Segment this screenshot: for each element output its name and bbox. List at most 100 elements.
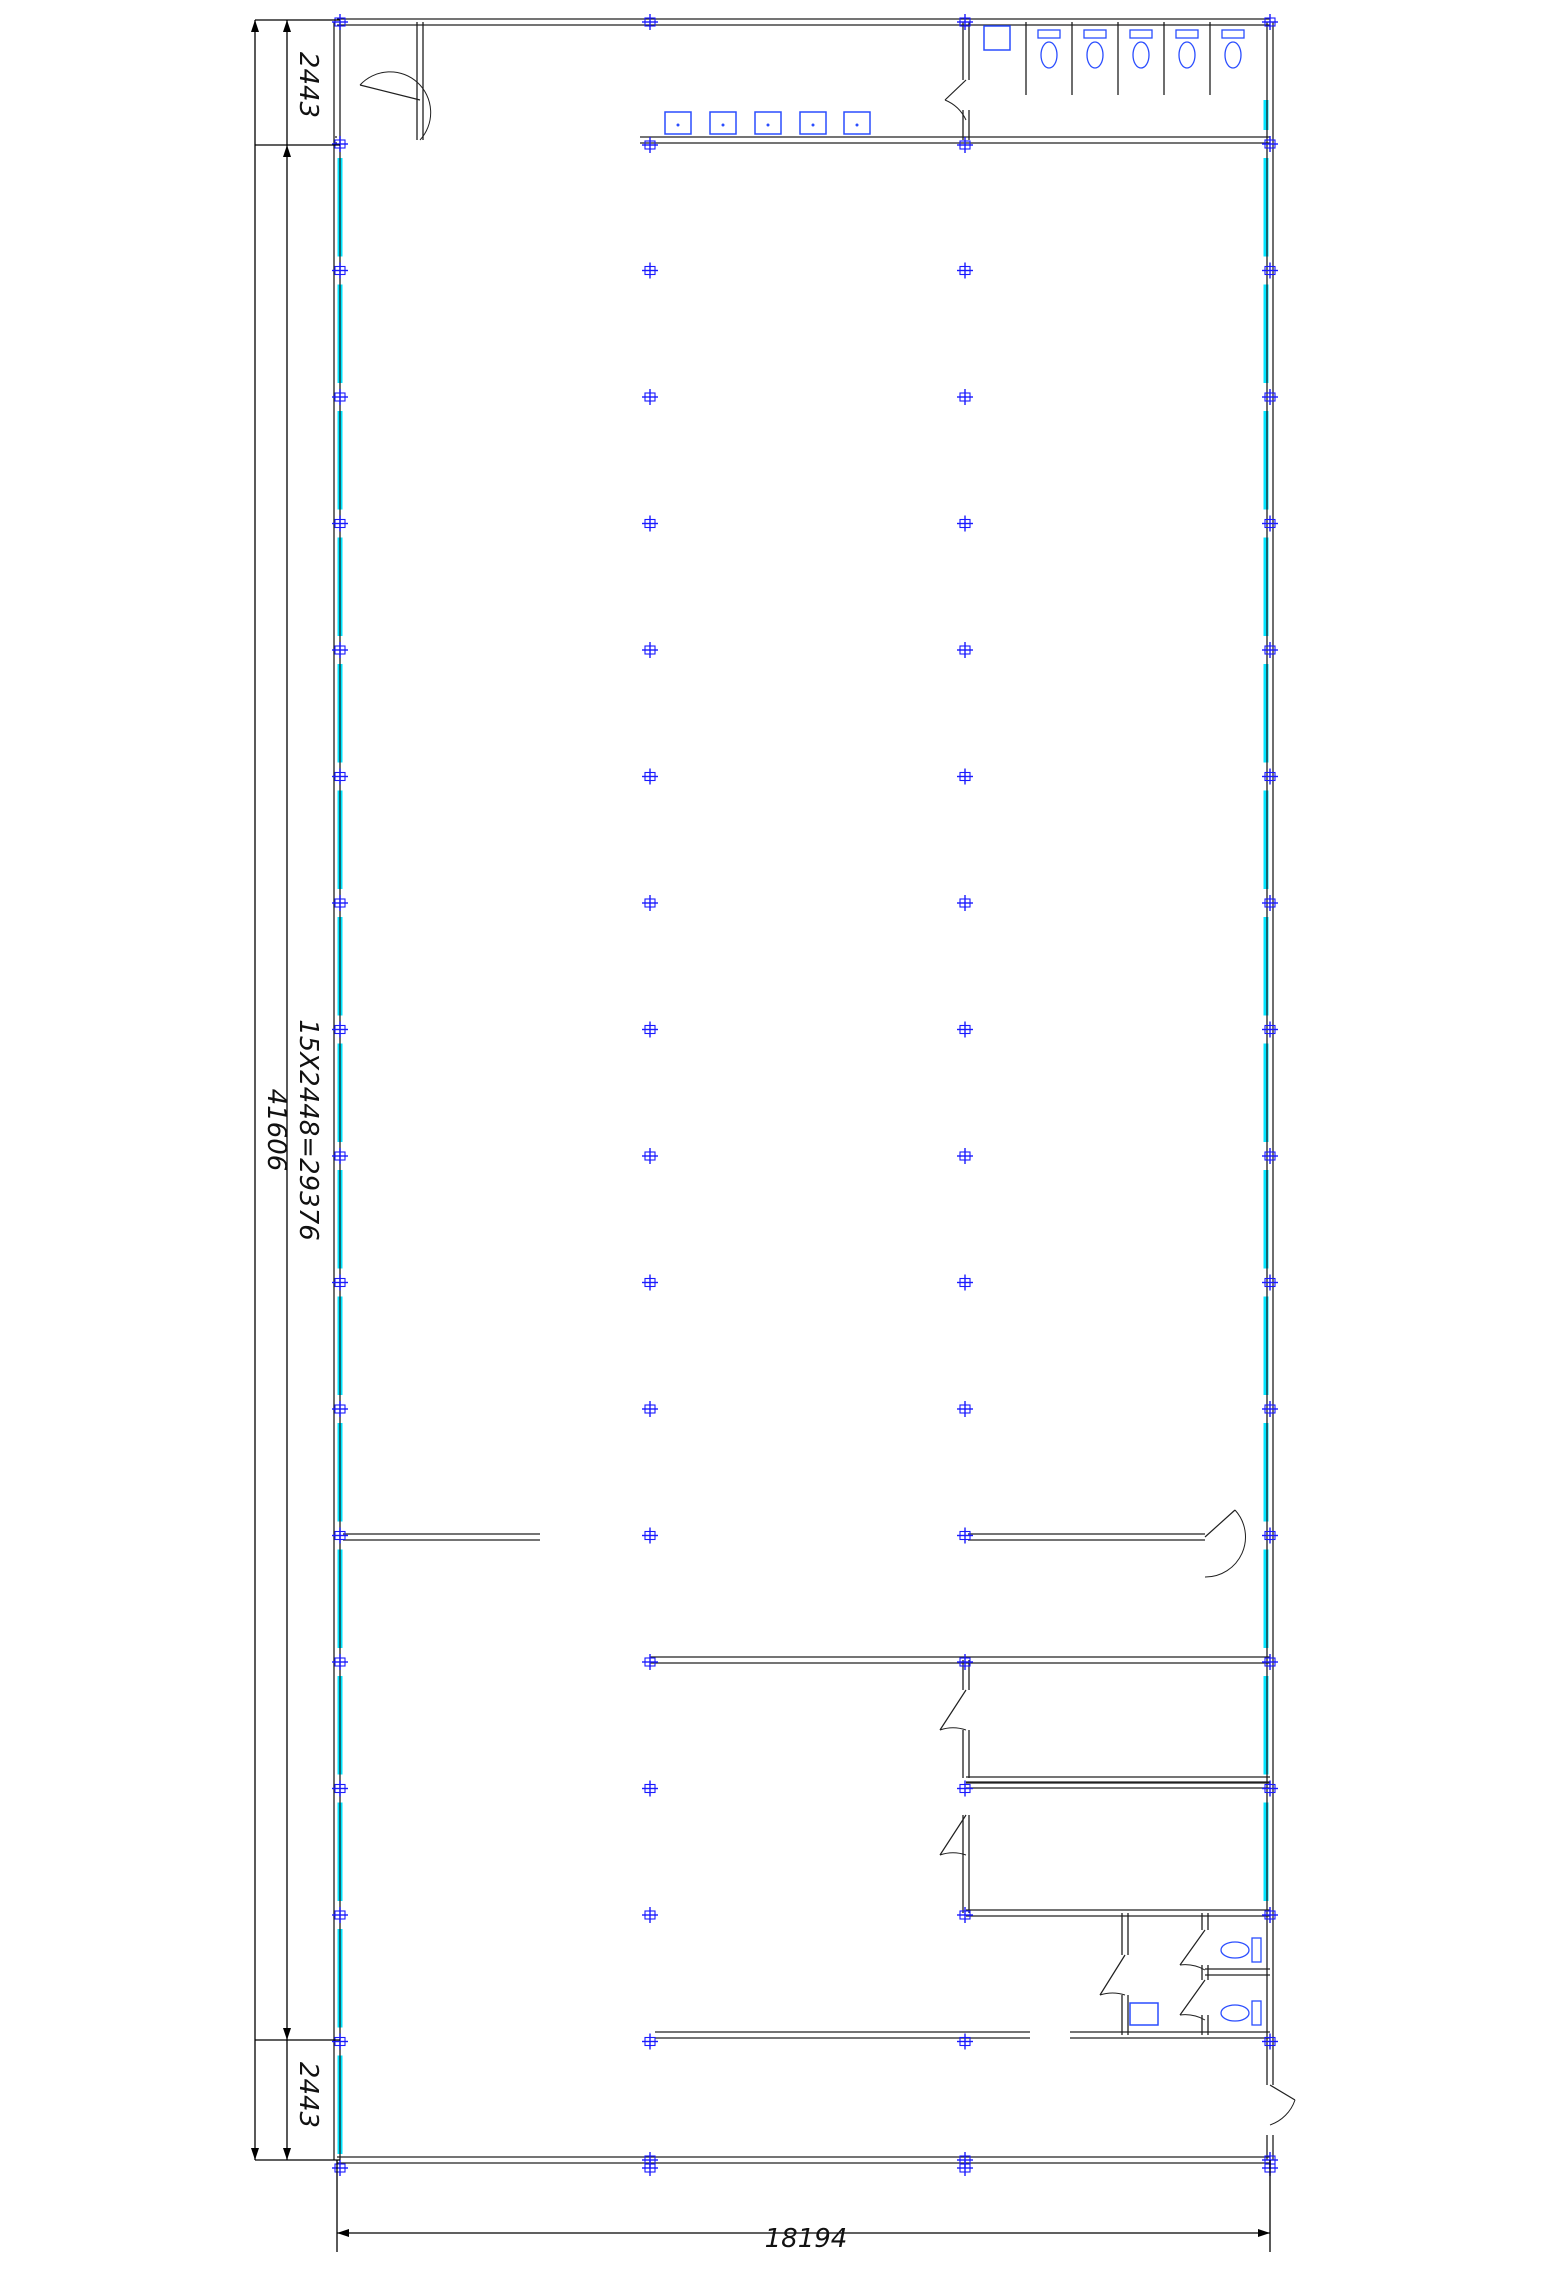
column-cross-icon [957,1654,973,1670]
column-cross-icon [959,1530,971,1541]
dimension-arrow [283,20,291,32]
column-cross-icon [1264,518,1276,529]
column-cross-icon [959,2036,971,2047]
column-cross-icon [957,1780,973,1797]
column-cross-icon [332,1780,348,1797]
column-cross-icon [957,389,973,405]
column-cross-icon [334,1657,346,1667]
sink-icon [1129,2002,1159,2026]
column-cross-icon [332,1401,348,1417]
column-cross-icon [332,1907,348,1923]
window-group [337,100,1269,2154]
dimension-bottom-bay: 2443 [293,2062,323,2128]
column-cross-icon [644,265,656,276]
toilet-icon [1083,29,1107,39]
column-cross-icon [332,136,348,152]
column-cross-icon [959,2155,971,2165]
sink-icon [676,123,680,127]
column-cross-icon [332,1527,348,1544]
column-cross-icon [644,140,656,150]
column-cross-icon [959,771,971,782]
dimension-arrow [283,2148,291,2160]
column-cross-icon [332,642,348,658]
restroom-door [1179,1979,1206,2016]
column-cross-icon [644,392,656,402]
sink-icon [811,123,815,127]
column-cross-icon [957,515,973,532]
column-cross-icon [332,768,348,785]
office-door [939,1814,967,1856]
partition-door [1204,1509,1236,1538]
toilet-icon [1220,1941,1250,1959]
column-cross-icon [959,1910,971,1920]
column-cross-icon [332,515,348,532]
column-cross-icon [957,1907,973,1923]
stair-door [359,84,421,101]
column-cross-icon [644,1910,656,1920]
column-cross-icon [1262,768,1278,785]
column-cross-icon [1264,1530,1276,1541]
stair-door [359,71,432,141]
dimension-group [251,19,1271,2252]
column-cross-icon [957,262,973,279]
column-cross-icon [334,898,346,908]
column-cross-icon [332,2033,348,2050]
dimension-arrow [251,2148,259,2160]
column-cross-icon [957,1274,973,1291]
column-cross-icon [957,2033,973,2050]
column-cross-icon [1262,895,1278,911]
column-cross-icon [1262,1654,1278,1670]
toilet-icon [1251,2000,1262,2026]
exit-door [1269,2099,1296,2126]
column-cross-icon [1264,392,1276,402]
column-cross-icon [1262,1907,1278,1923]
door-group [359,71,1296,2126]
restroom-door [1099,1992,1126,1996]
column-cross-icon [644,1277,656,1288]
column-cross-icon [334,2163,346,2173]
toilet-icon [1129,29,1153,39]
column-group [332,14,1278,2176]
toilet-icon [1178,41,1196,69]
column-cross-icon [642,515,658,532]
column-cross-icon [332,895,348,911]
column-cross-icon [332,2160,348,2176]
column-cross-icon [957,768,973,785]
column-cross-icon [642,14,658,30]
column-cross-icon [334,1530,346,1541]
sink-icon [855,123,859,127]
column-cross-icon [644,17,656,27]
dimension-overall-width: 18194 [765,2224,848,2254]
column-cross-icon [644,1024,656,1035]
column-cross-icon [334,265,346,276]
column-cross-icon [959,1277,971,1288]
column-cross-icon [642,1274,658,1291]
sink-icon [721,123,725,127]
office-door [939,1852,967,1856]
column-cross-icon [957,1527,973,1544]
column-cross-icon [1262,1148,1278,1164]
column-cross-icon [1264,1277,1276,1288]
column-cross-icon [1262,515,1278,532]
column-cross-icon [1264,1404,1276,1414]
column-cross-icon [959,518,971,529]
column-cross-icon [1262,262,1278,279]
column-cross-icon [644,1783,656,1794]
column-cross-icon [644,898,656,908]
column-cross-icon [1264,1151,1276,1161]
column-cross-icon [957,14,973,30]
toilet-icon [1220,2004,1250,2022]
toilet-icon [1224,41,1242,69]
column-cross-icon [642,137,658,153]
column-cross-icon [334,2036,346,2047]
column-cross-icon [642,768,658,785]
column-cross-icon [334,1151,346,1161]
toilet-icon [1132,41,1150,69]
sink-icon [709,111,737,135]
column-cross-icon [1262,1021,1278,1038]
sink-icon [754,111,782,135]
column-cross-icon [1262,1274,1278,1291]
column-cross-icon [644,518,656,529]
